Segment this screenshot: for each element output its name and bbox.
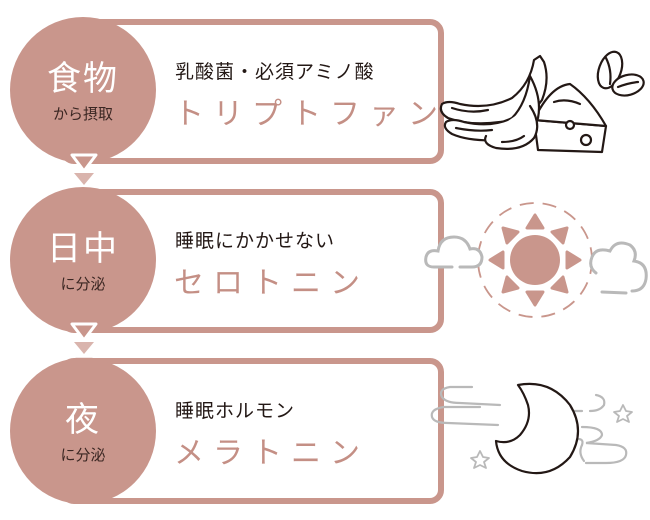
step-label: 乳酸菌・必須アミノ酸 [175, 61, 375, 83]
step-circle-food: 食物 から摂取 [10, 17, 156, 163]
circle-subtitle: に分泌 [60, 275, 106, 293]
sun-with-clouds-icon [424, 202, 648, 318]
banana-cheese-almond-icon [439, 50, 645, 154]
step-main-term: トリプトファン [174, 97, 447, 132]
circle-title: 日中 [47, 229, 119, 269]
circle-title: 夜 [65, 400, 101, 440]
circle-subtitle: に分泌 [60, 446, 106, 464]
crescent-moon-stars-icon [430, 382, 633, 475]
circle-title: 食物 [47, 59, 119, 99]
step-main-term: セロトニン [174, 266, 369, 301]
step-main-term: メラトニン [174, 436, 369, 471]
step-label: 睡眠ホルモン [175, 400, 296, 422]
step-circle-daytime: 日中 に分泌 [10, 187, 156, 333]
step-circle-night: 夜 に分泌 [10, 358, 156, 504]
circle-subtitle: から摂取 [52, 105, 113, 123]
step-label: 睡眠にかかせない [175, 230, 336, 252]
